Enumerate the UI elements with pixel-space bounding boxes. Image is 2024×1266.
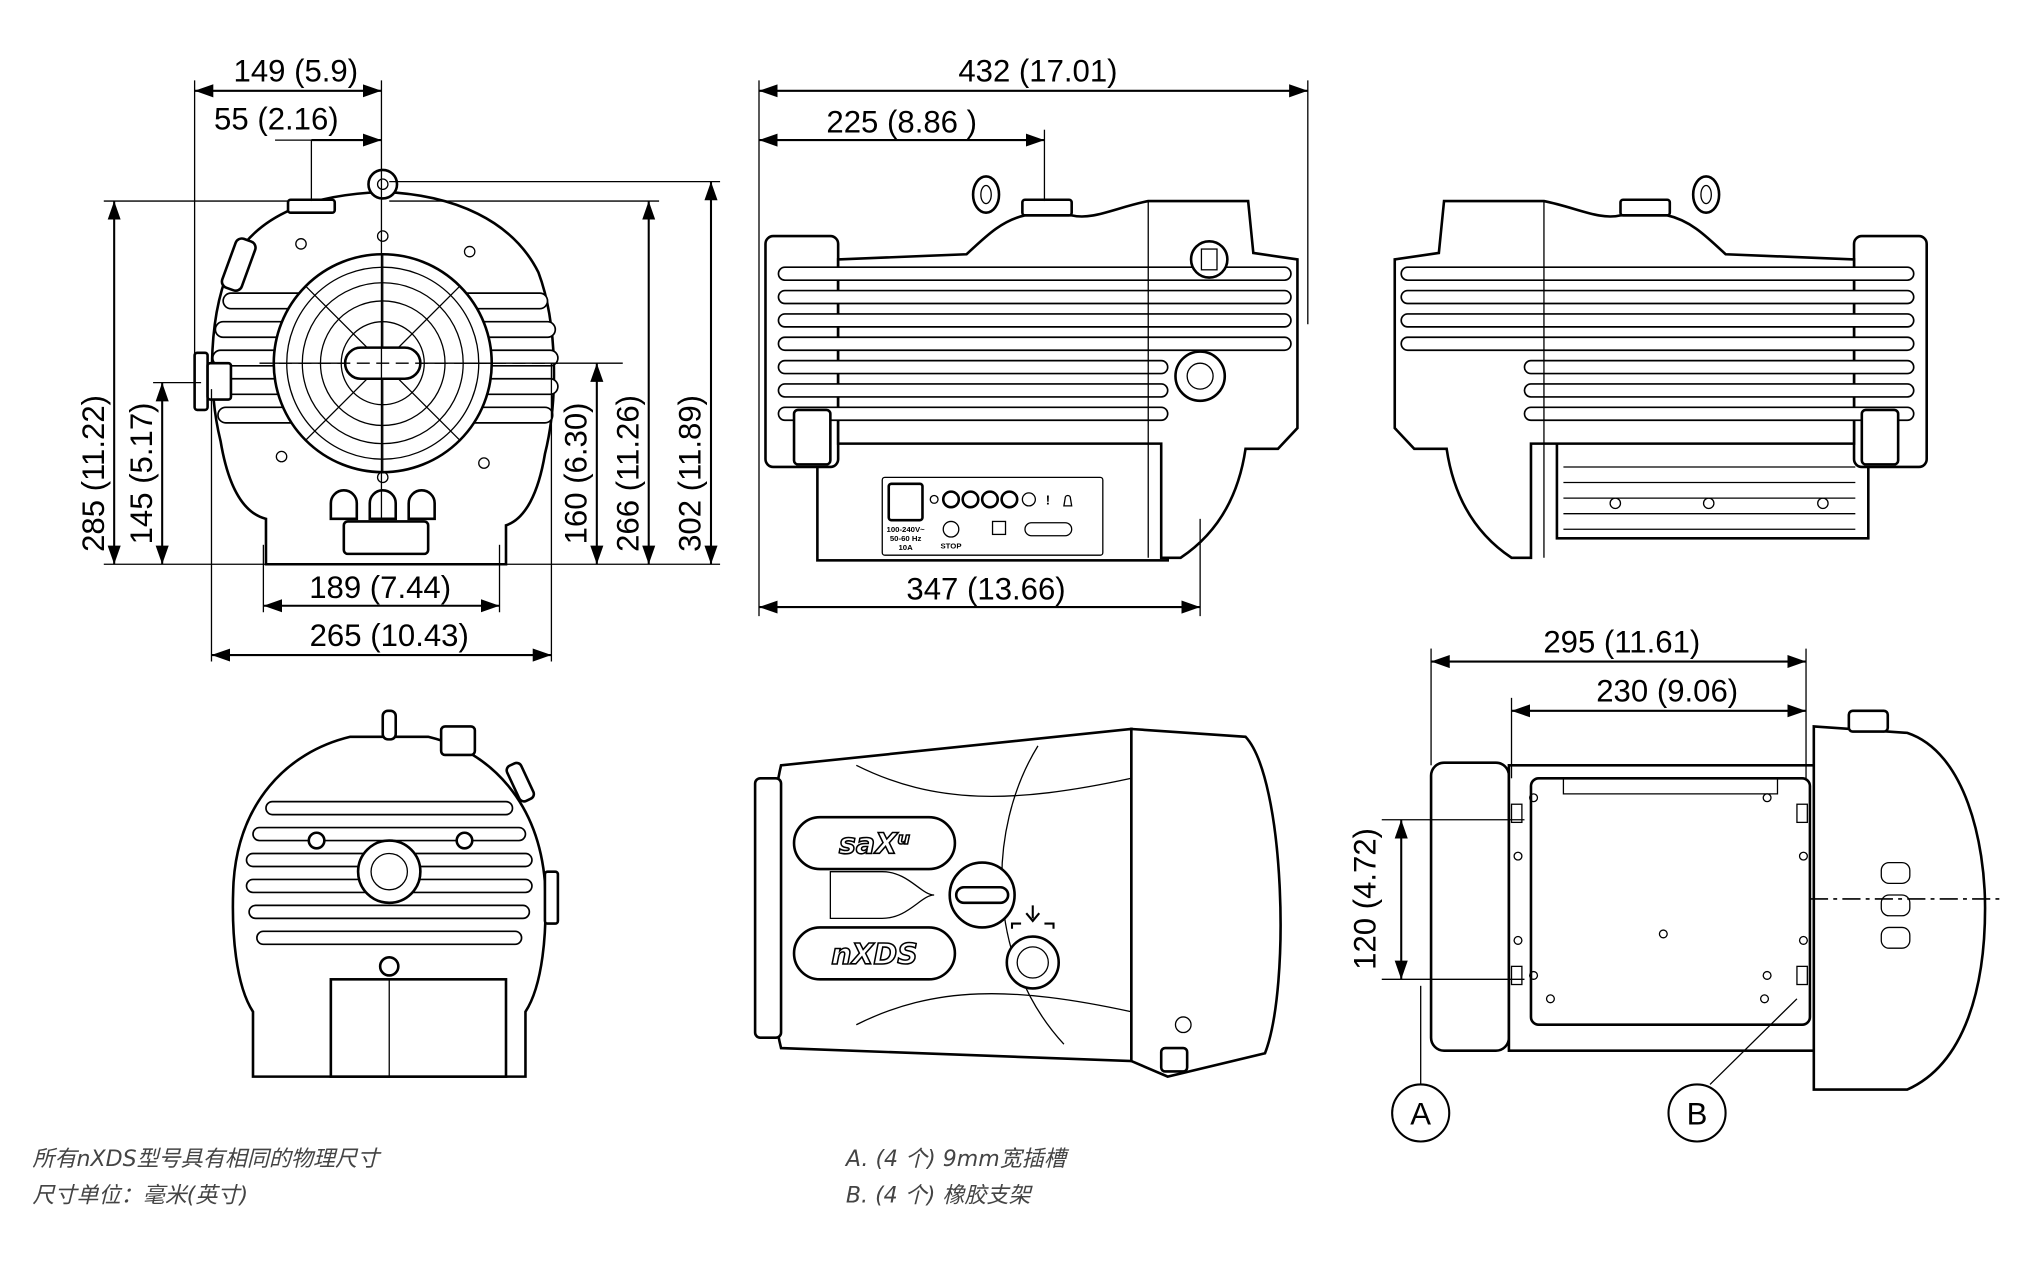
logo-badge-upper	[792, 815, 957, 871]
note-units: 尺寸单位：毫米(英寸)	[32, 1183, 248, 1208]
callout-b-label: B	[1687, 1097, 1708, 1132]
dim-189: 189 (7.44)	[309, 570, 451, 605]
service-indicator-icon	[1021, 492, 1037, 507]
dim-266: 266 (11.26)	[610, 395, 645, 552]
stop-button-icon[interactable]	[942, 520, 960, 538]
dim-265: 265 (10.43)	[310, 618, 469, 653]
start-button-icon[interactable]	[941, 490, 961, 509]
alarm-bell-icon	[1063, 494, 1073, 507]
dim-347: 347 (13.66)	[906, 571, 1065, 606]
dim-160: 160 (6.30)	[558, 403, 593, 545]
callout-b-circle	[1667, 1083, 1727, 1143]
front-view-drawing	[193, 168, 559, 566]
rear-view-drawing	[231, 709, 560, 1078]
logo-badge-lower	[792, 926, 957, 981]
speed-up-button-icon[interactable]	[980, 490, 1000, 509]
power-inlet-icon	[887, 482, 924, 522]
opposite-side-view-drawing	[1393, 175, 1928, 560]
stop-label: STOP	[941, 542, 962, 551]
power-rating-voltage: 100-240V~	[886, 525, 925, 534]
side-view-drawing: ! 100-240V~ 50-60 Hz 10A STOP	[764, 175, 1299, 562]
standby-button-icon[interactable]	[961, 490, 980, 509]
warning-indicator-icon: !	[1046, 493, 1050, 508]
dim-145: 145 (5.17)	[124, 403, 159, 545]
speed-down-button-icon[interactable]	[1000, 490, 1019, 509]
underside-view-drawing	[1429, 709, 2005, 1091]
underside-view-dimensions	[1381, 648, 1807, 1143]
power-rating-current: 10A	[898, 543, 913, 552]
dim-295: 295 (11.61)	[1543, 624, 1700, 659]
dim-120: 120 (4.72)	[1347, 828, 1382, 970]
dim-230: 230 (9.06)	[1596, 674, 1738, 709]
note-same-dimensions: 所有nXDS型号具有相同的物理尺寸	[32, 1147, 382, 1172]
front-view-dimensions	[103, 80, 721, 662]
power-rating-frequency: 50-60 Hz	[890, 534, 922, 543]
base-plate	[1529, 776, 1812, 1027]
saxu-logo: saXᵘ	[839, 828, 910, 861]
nxds-logo: nXDS	[831, 938, 918, 971]
serial-port-icon	[1024, 522, 1073, 537]
side-view-dimensions	[758, 80, 1309, 617]
dim-55: 55 (2.16)	[214, 102, 339, 137]
dim-432: 432 (17.01)	[958, 54, 1117, 89]
legend-a-slots: A. (4 个) 9mm宽插槽	[844, 1147, 1070, 1172]
legend-b-rubber-feet: B. (4 个) 橡胶支架	[846, 1183, 1034, 1208]
usb-port-icon	[991, 520, 1007, 536]
dim-149: 149 (5.9)	[234, 54, 359, 89]
control-panel: ! 100-240V~ 50-60 Hz 10A STOP	[881, 476, 1104, 556]
callout-a-circle	[1391, 1083, 1451, 1143]
dim-302: 302 (11.89)	[673, 395, 708, 552]
dim-225: 225 (8.86 )	[826, 104, 977, 139]
arrow-down-icon	[1025, 905, 1041, 923]
callout-a-label: A	[1410, 1097, 1431, 1132]
top-view-drawing: saXᵘ nXDS	[753, 727, 1282, 1078]
dim-285: 285 (11.22)	[76, 395, 111, 552]
